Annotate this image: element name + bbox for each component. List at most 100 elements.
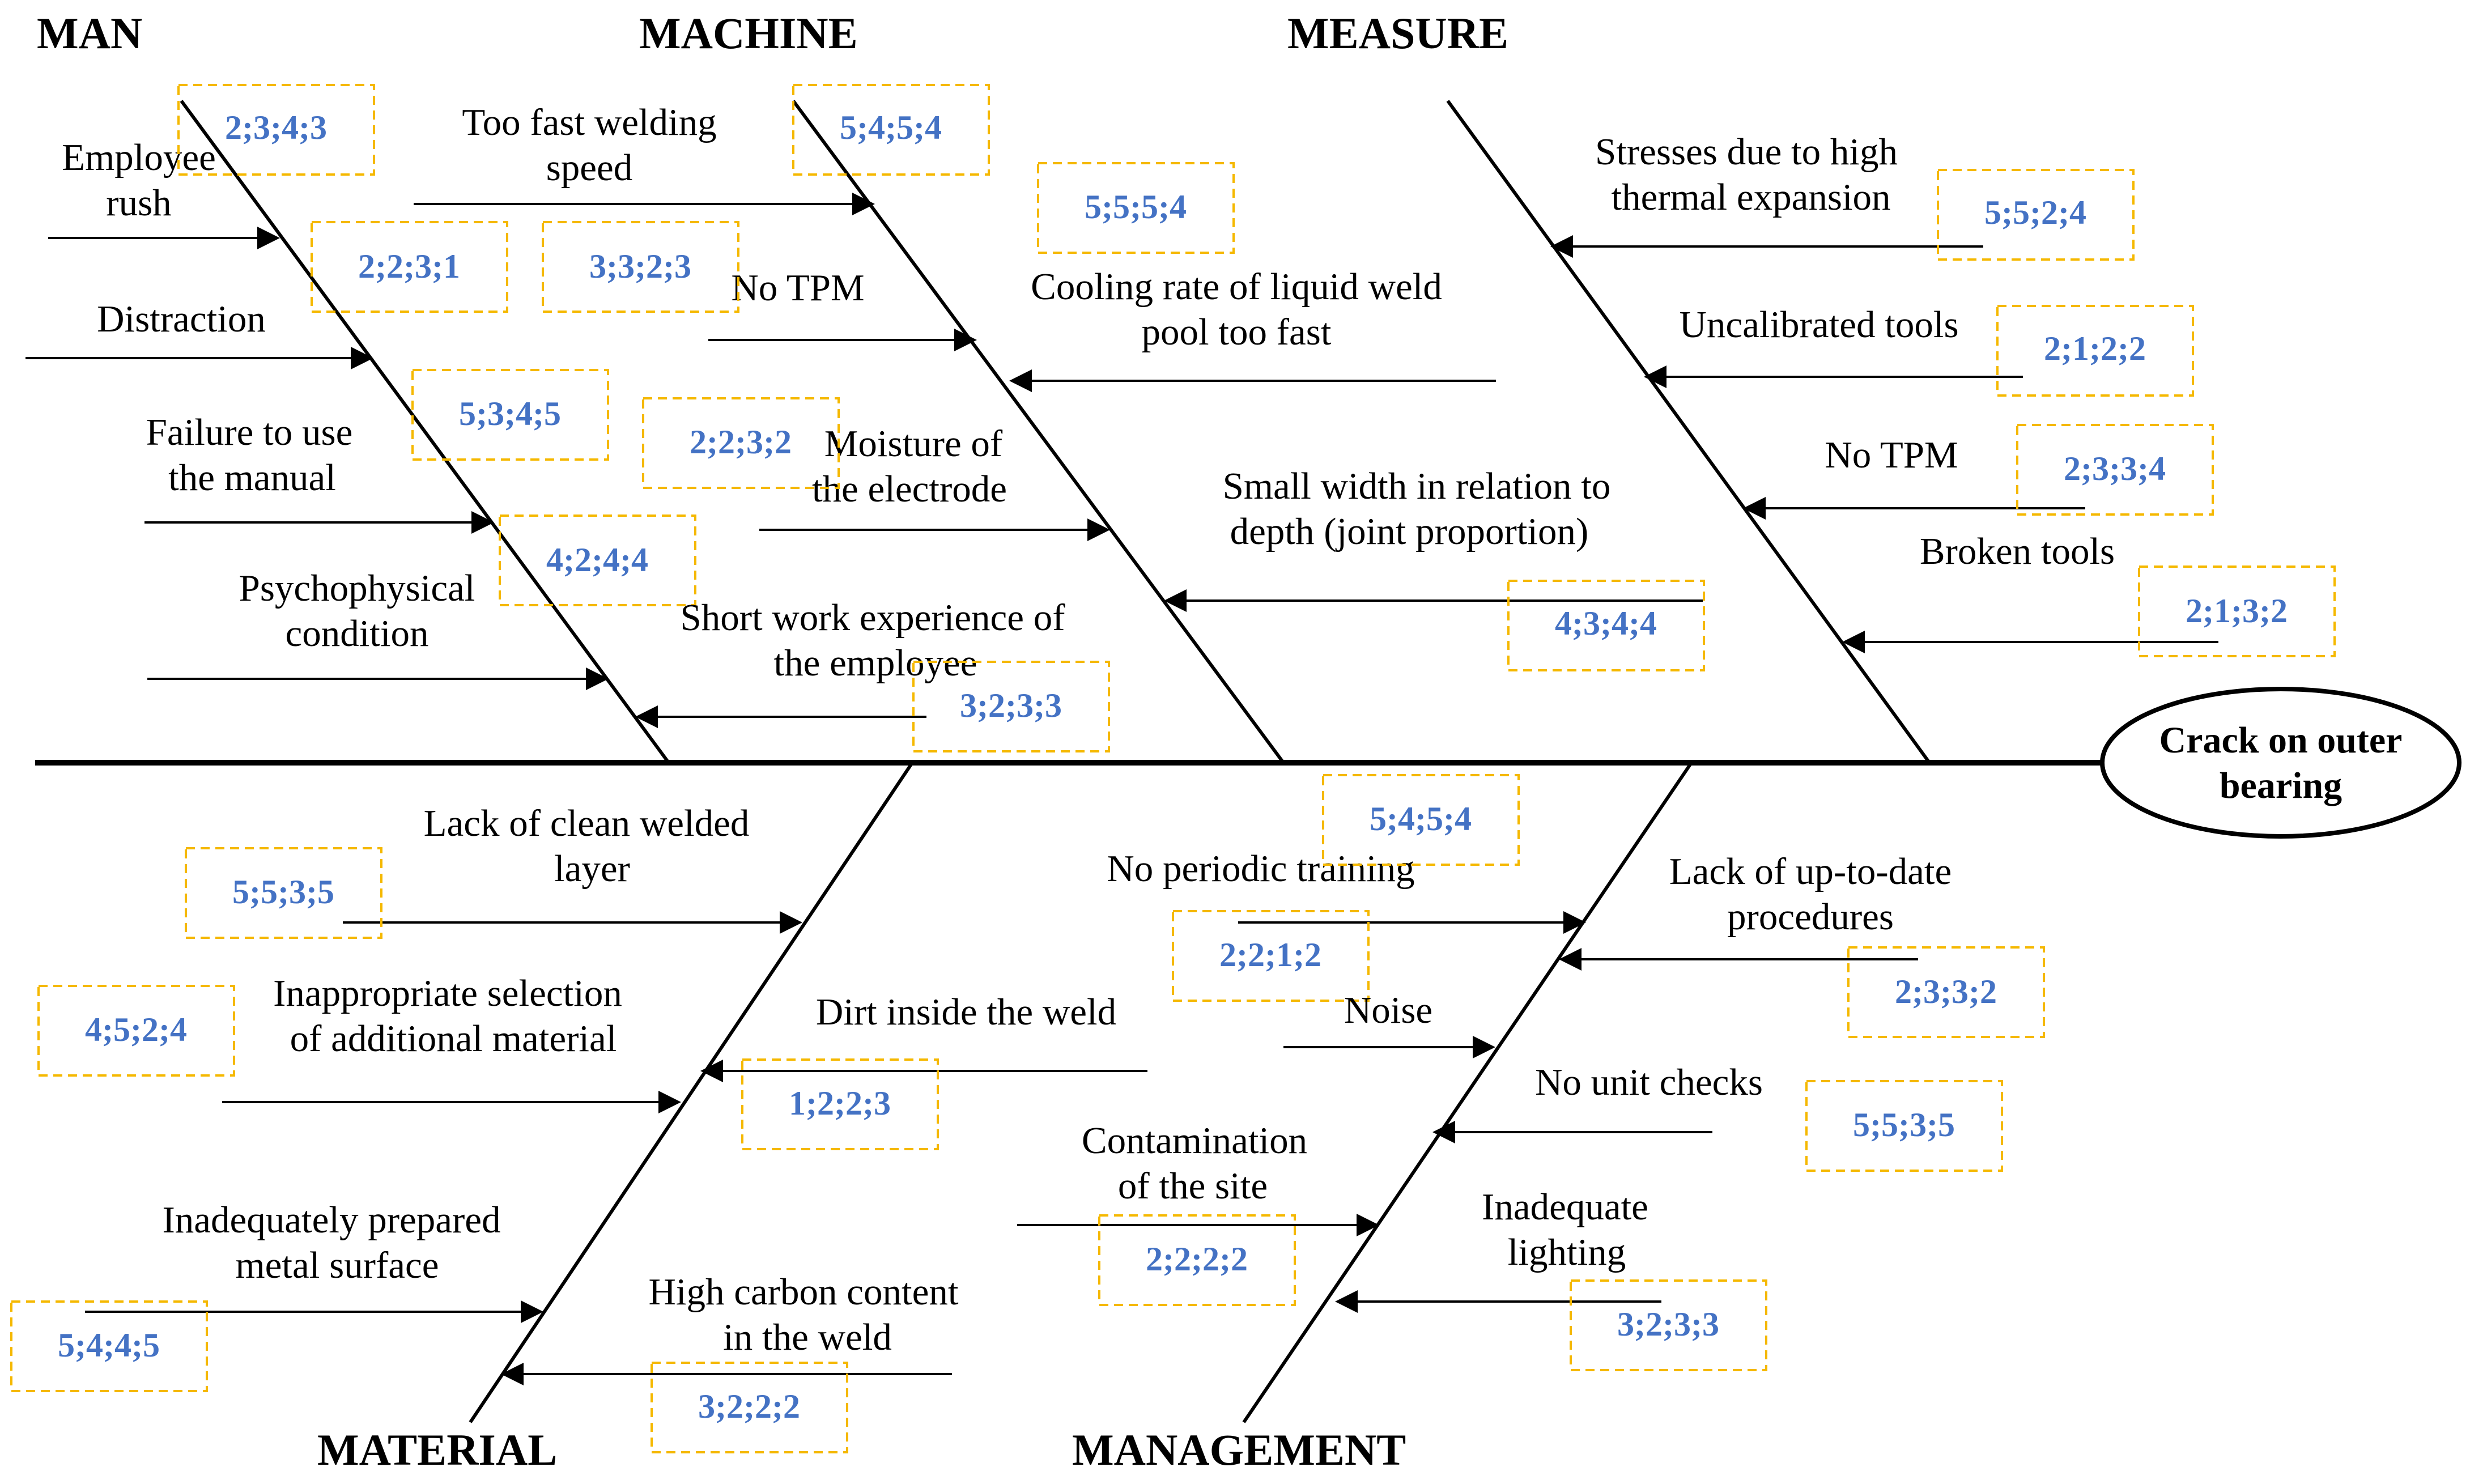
score-label: 2;3;4;3 [225,109,327,146]
cause-label: pool too fast [1142,311,1332,353]
score-box [642,397,840,489]
cause-label: Short work experience of [680,597,1065,639]
score-label: 4;3;4;4 [1555,605,1657,642]
cause-label: of additional material [290,1018,617,1060]
score-box [1805,1080,2003,1172]
score-label: 2;2;1;2 [1219,936,1321,973]
cause-label: Lack of clean welded [424,802,750,844]
cause-label: procedures [1727,896,1894,938]
cause-label: metal surface [236,1244,439,1286]
cause-label: Noise [1344,989,1432,1031]
score-label: 2;3;3;2 [1895,973,1997,1010]
score-box [1172,910,1370,1002]
cause-label: Distraction [97,298,266,340]
score-label: 5;5;2;4 [1984,194,2086,231]
score-box [37,985,235,1077]
category-label-material: MATERIAL [317,1425,557,1474]
cause-label: No unit checks [1535,1061,1763,1103]
cause-label: depth (joint proportion) [1230,511,1589,552]
cause-label: speed [546,147,633,189]
cause-label: High carbon content [649,1271,959,1313]
cause-label: the electrode [812,468,1007,510]
cause-label: Psychophysical [239,567,475,609]
score-box [792,84,990,176]
category-label-management: MANAGEMENT [1072,1425,1406,1474]
score-box [2138,565,2336,657]
cause-label: of the site [1118,1165,1268,1207]
score-box [1996,305,2194,397]
score-box [1037,162,1235,254]
score-label: 3;2;3;3 [1617,1306,1719,1343]
cause-label: Failure to use [146,411,353,453]
score-label: 5;4;4;5 [58,1326,160,1364]
score-label: 3;2;2;2 [698,1388,800,1425]
score-box [1507,580,1705,671]
score-label: 4;2;4;4 [546,541,648,579]
score-box [1937,169,2135,261]
score-label: 2;2;2;2 [1146,1240,1248,1278]
cause-label: Moisture of [824,423,1003,465]
score-label: 3;3;2;3 [589,248,691,285]
score-label: 2;2;3;1 [358,248,460,285]
cause-label: thermal expansion [1611,176,1890,218]
score-box [311,221,508,313]
score-label: 2;2;3;2 [690,423,792,461]
score-box [1322,774,1520,866]
cause-label: Employee [62,137,216,178]
score-box [185,847,382,939]
bone-material [469,762,914,1423]
cause-label: Contamination [1082,1120,1307,1162]
score-label: 5;5;3;5 [232,873,334,911]
score-box [499,514,696,606]
effect-ellipse [2100,687,2462,839]
score-label: 2;1;3;2 [2186,592,2288,630]
cause-label: No TPM [731,267,864,309]
score-box [741,1058,939,1150]
cause-label: lighting [1508,1231,1626,1273]
score-label: 5;4;5;4 [1370,800,1472,837]
score-box [542,221,739,313]
score-label: 3;2;3;3 [960,687,1062,724]
score-label: 5;3;4;5 [459,395,561,432]
cause-label: Inappropriate selection [273,972,622,1014]
score-label: 5;5;5;4 [1085,188,1187,226]
cause-label: in the weld [723,1316,892,1358]
cause-label: Small width in relation to [1223,465,1611,507]
score-label: 2;3;3;4 [2064,450,2166,487]
score-box [651,1362,848,1453]
score-box [411,369,609,461]
effect-label-line1: Crack on outer [2159,720,2403,761]
score-box [177,84,375,176]
score-box [10,1300,208,1392]
category-label-measure: MEASURE [1287,8,1508,58]
score-box [1570,1279,1767,1371]
score-box [1098,1214,1296,1306]
cause-label: rush [106,182,171,224]
cause-label: Too fast welding [462,101,716,143]
score-box [2016,424,2214,516]
cause-label: No periodic training [1107,848,1414,890]
score-label: 2;1;2;2 [2044,330,2146,367]
cause-label: condition [285,613,428,654]
cause-label: Inadequate [1482,1186,1648,1228]
score-label: 4;5;2;4 [85,1011,187,1048]
bone-management [1242,762,1693,1423]
cause-label: Lack of up-to-date [1669,851,1952,892]
cause-label: Uncalibrated tools [1679,304,1958,346]
cause-label: layer [554,848,630,890]
bone-man [180,100,670,764]
cause-label: No TPM [1825,434,1958,476]
cause-label: Broken tools [1920,530,2115,572]
cause-label: the manual [168,457,336,499]
score-box [912,661,1110,752]
score-label: 5;5;3;5 [1853,1106,1955,1143]
category-label-man: MAN [37,8,142,58]
score-label: 5;4;5;4 [840,109,942,146]
cause-label: Dirt inside the weld [816,991,1116,1033]
cause-label: Cooling rate of liquid weld [1031,266,1442,308]
category-label-machine: MACHINE [639,8,858,58]
bone-machine [792,100,1285,764]
cause-label: Stresses due to high [1595,131,1898,173]
effect-label-line2: bearing [2220,765,2342,806]
